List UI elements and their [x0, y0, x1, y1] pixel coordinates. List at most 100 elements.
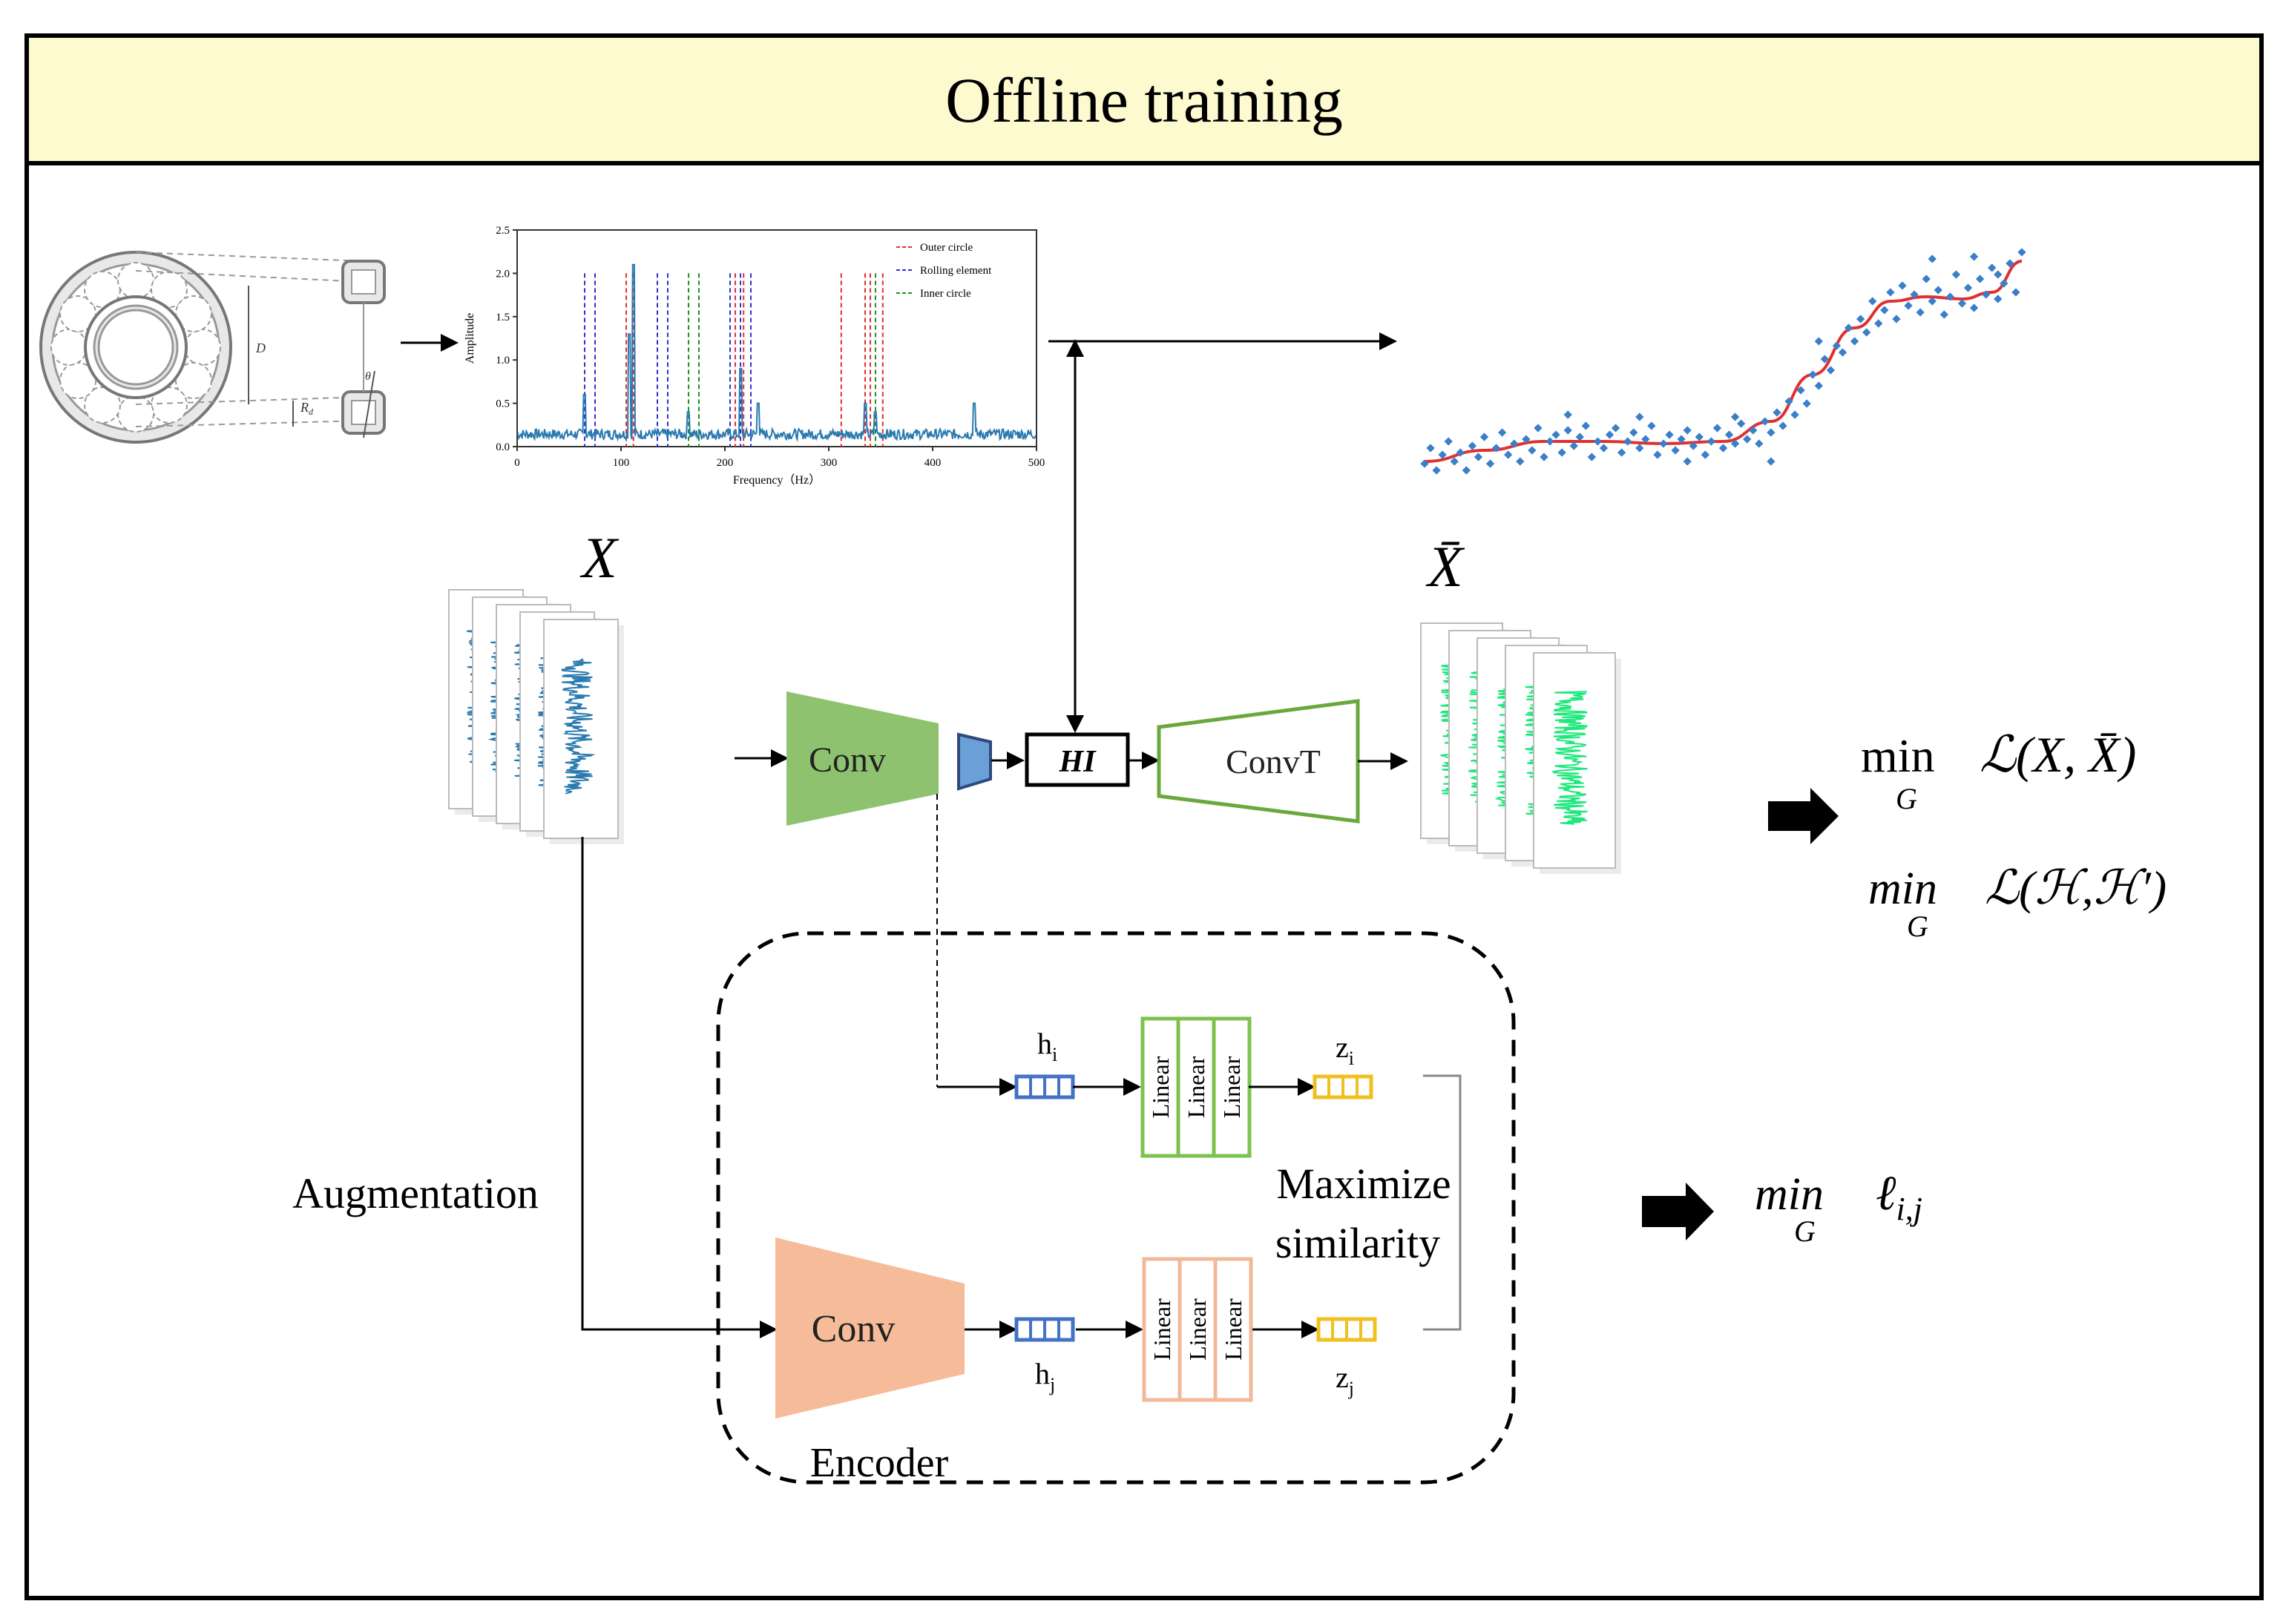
hi-scatter-point [1910, 290, 1919, 299]
hi-scatter-point [1945, 292, 1955, 301]
eq2-min: min [1868, 864, 1937, 914]
hi-scatter-point [2017, 248, 2026, 257]
hi-scatter-point [1593, 437, 1603, 446]
augmentation-path [581, 837, 778, 1338]
hi-scatter-point [1504, 450, 1513, 459]
hi-scatter-point [1569, 441, 1578, 450]
hi-scatter-point [1773, 408, 1781, 417]
bearing-ball [117, 262, 154, 299]
hi-scatter-point [1706, 437, 1716, 446]
spectrum-xtick-label: 100 [613, 457, 630, 469]
hi-scatter-point [1784, 397, 1793, 406]
hi-scatter-point [1426, 444, 1435, 453]
eq2-sub: G [1907, 910, 1928, 943]
hi-scatter-point [1850, 337, 1859, 346]
hi-scatter-point [1623, 437, 1632, 446]
bearing-schematic [39, 251, 386, 444]
hi-scatter-point [1497, 428, 1507, 437]
hi-scatter-point [1994, 270, 2003, 279]
hi-scatter-point [1743, 435, 1752, 444]
hi-scatter-point [1934, 286, 1942, 295]
big-arrow-loss-1 [1768, 788, 1839, 844]
hi-scatter-point [1862, 328, 1871, 337]
bearing-dim-D: D [255, 341, 266, 355]
spectrum-xtick-label: 0 [514, 457, 520, 469]
hi-scatter-point [1491, 444, 1501, 453]
hi-scatter-point [1563, 426, 1572, 435]
hi-scatter-point [1479, 433, 1489, 441]
hi-scatter-point [1796, 386, 1805, 395]
hi-scatter-point [1516, 457, 1525, 466]
hi-vector [1014, 1074, 1075, 1099]
hi-scatter-point [1844, 323, 1853, 332]
linear-layer [1212, 1016, 1252, 1158]
augmentation-label: Augmentation [292, 1169, 539, 1217]
hi-scatter-point [1641, 435, 1650, 444]
hi-scatter-point [1730, 412, 1740, 421]
hi-scatter-point [1551, 430, 1560, 439]
eq3-min: min [1755, 1169, 1824, 1220]
hi-scatter-point [1587, 453, 1597, 461]
maximize-label-line2: similarity [1275, 1219, 1440, 1267]
hi-scatter-point [1653, 450, 1662, 459]
hi-scatter-point [1988, 263, 1997, 272]
hi-scatter-point [1438, 450, 1447, 459]
input-signal-waveform [560, 658, 596, 795]
hi-scatter-point [2006, 259, 2014, 268]
hi-scatter-point [1820, 355, 1830, 364]
header-title: Offline training [945, 65, 1343, 136]
spectrum-xtick-label: 500 [1028, 457, 1045, 469]
hi-scatter-point [1611, 424, 1620, 433]
hi-scatter-point [1575, 433, 1584, 441]
hi-scatter-point [1540, 453, 1548, 461]
hi-scatter-point [1939, 310, 1949, 319]
bearing-ball [184, 329, 221, 366]
hi-scatter-point [1832, 341, 1842, 350]
hi-scatter-point [1975, 274, 1985, 283]
hi-label: HI [1058, 745, 1097, 779]
bearing-dim-Rd: Rd [300, 400, 314, 417]
hi-scatter-point [1838, 348, 1847, 357]
conv-augmented-label: Conv [812, 1308, 896, 1350]
hi-scatter-point [1916, 308, 1925, 317]
hi-scatter-point [1671, 446, 1680, 455]
hi-scatter-point [1581, 421, 1591, 430]
bearing-ball [174, 295, 212, 332]
linear-layer-label: Linear [1184, 1298, 1211, 1361]
hi-scatter-point [2000, 279, 2008, 288]
spectrum-xtick-label: 400 [924, 457, 942, 469]
hi-scatter-point [1647, 421, 1656, 430]
zj-vector [1316, 1317, 1377, 1342]
spectrum-ytick-label: 0.0 [496, 441, 510, 453]
hi-scatter-point [1994, 295, 2003, 303]
hi-scatter-point [2011, 288, 2020, 297]
hi-scatter-point [1957, 299, 1967, 308]
hi-scatter-point [1826, 366, 1836, 375]
hi-scatter-point [1814, 381, 1823, 390]
hi-scatter-point [1790, 410, 1799, 419]
hi-scatter-point [1683, 457, 1692, 466]
linear-layer-label: Linear [1218, 1056, 1245, 1118]
hi-scatter-point [1689, 441, 1698, 450]
hi-scatter-point [1635, 444, 1644, 453]
eq2-expr: ℒ(ℋ,ℋ′) [1985, 861, 2167, 914]
maximize-label-line1: Maximize [1276, 1160, 1451, 1208]
hi-scatter-point [1767, 457, 1776, 466]
hj-vector-label: hj [1035, 1357, 1055, 1395]
hi-scatter-point [1701, 450, 1710, 459]
hi-scatter-point [1802, 399, 1811, 408]
bearing-ball [174, 362, 212, 399]
contrastive-module-region [716, 931, 1516, 1485]
linear-layer-label: Linear [1183, 1056, 1209, 1118]
hi-scatter-point [1485, 459, 1495, 468]
hi-scatter-point [1712, 424, 1722, 433]
eq1-min: min [1861, 729, 1935, 782]
hi-scatter-point [1534, 424, 1543, 433]
hi-scatter-point [1730, 439, 1740, 448]
hi-scatter-point [1718, 444, 1728, 453]
hi-scatter-point [1683, 426, 1692, 435]
hi-scatter-point [1951, 270, 1961, 279]
